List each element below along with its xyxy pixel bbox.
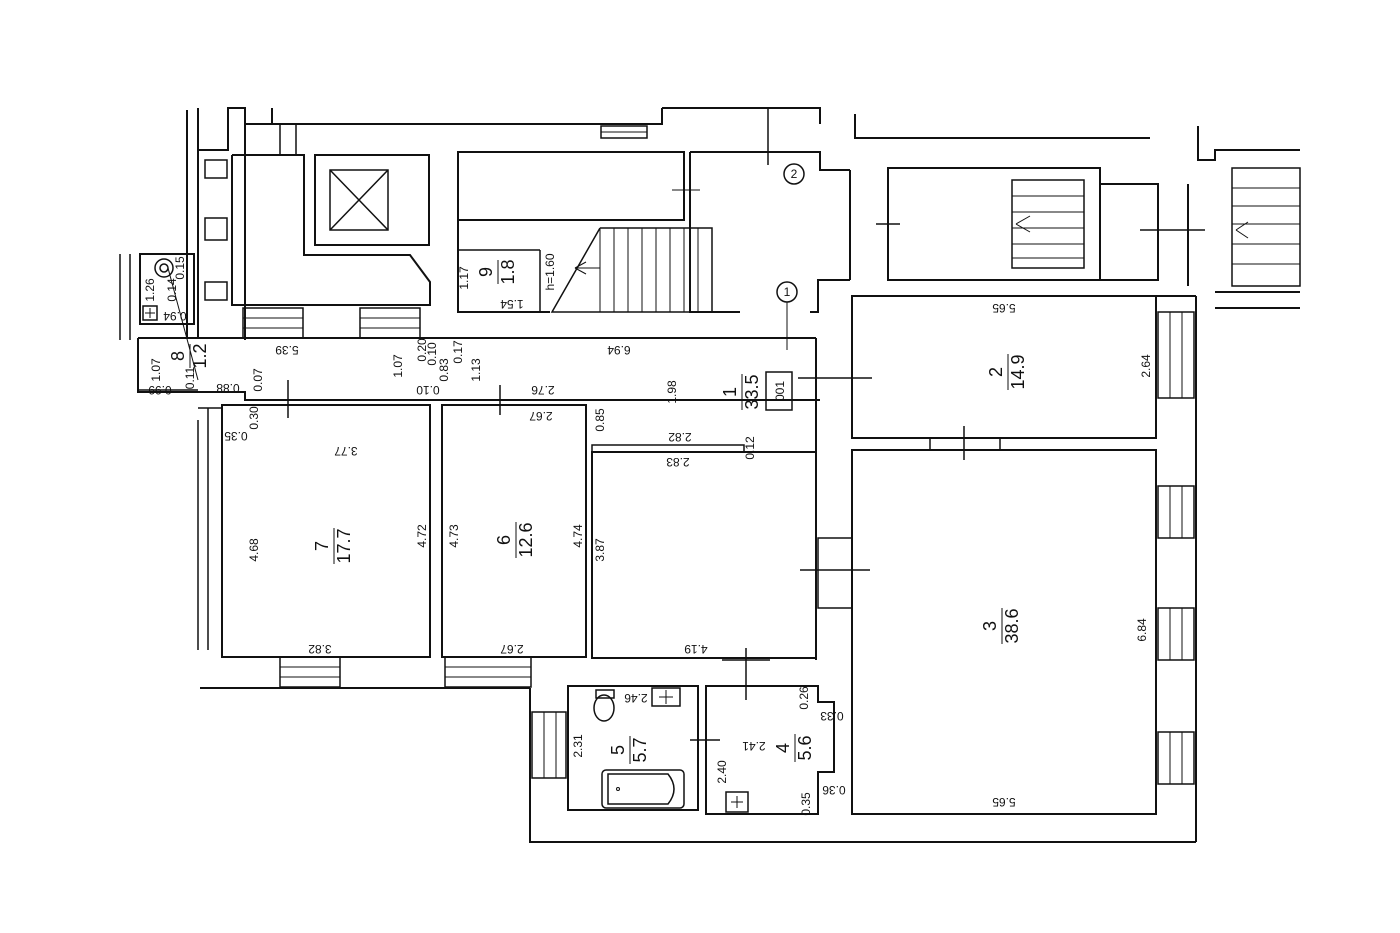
svg-text:3: 3	[980, 621, 1000, 631]
dim-r4-035: 0.35	[799, 792, 813, 816]
dim-hall-mid: 1.98	[665, 380, 679, 404]
room-6-label: 6 12.6	[494, 522, 536, 558]
dim-020: 0.20	[415, 338, 429, 362]
dim-r5-width: 2.46	[624, 691, 648, 705]
dim-r4-036: 0.36	[822, 783, 846, 797]
dim-085: 0.85	[593, 408, 607, 432]
svg-text:1.2: 1.2	[190, 343, 210, 368]
room-tag: 001	[773, 381, 787, 401]
svg-text:17.7: 17.7	[334, 528, 354, 563]
room-7-label: 7 17.7	[312, 528, 354, 564]
dim-126: 1.26	[143, 278, 157, 302]
dim-hall-lower-left: 3.87	[593, 538, 607, 562]
dim-113: 1.13	[469, 358, 483, 382]
svg-text:5: 5	[608, 745, 628, 755]
room-2-label: 2 14.9	[986, 354, 1028, 390]
dim-154: 1.54	[500, 297, 524, 311]
axis-marker-2: 2	[791, 167, 798, 181]
room-3-label: 3 38.6	[980, 608, 1022, 644]
dim-r6-left: 4.73	[447, 524, 461, 548]
chimney-block	[204, 154, 431, 339]
dimension-labels: 5.39 6.94 5.65 2.64 6.84 5.65 3.77 3.82 …	[143, 256, 1153, 816]
room-5-label: 5 5.7	[608, 736, 650, 764]
dim-010-a: 0.10	[425, 342, 439, 366]
dim-partition-bottom: 2.83	[666, 455, 690, 469]
dim-partition-thk: 0.12	[743, 436, 757, 460]
dim-r7-right: 4.72	[415, 524, 429, 548]
dim-107-right: 1.07	[391, 354, 405, 378]
dim-partition-top: 2.82	[668, 430, 692, 444]
dim-088: 0.88	[216, 381, 240, 395]
dim-corridor-top: 5.39	[275, 343, 299, 357]
dim-010-b: 0.10	[416, 383, 440, 397]
svg-text:5.6: 5.6	[795, 735, 815, 760]
svg-text:12.6: 12.6	[516, 522, 536, 557]
dim-017: 0.17	[451, 340, 465, 364]
svg-text:8: 8	[168, 351, 188, 361]
dim-r4-026: 0.26	[797, 686, 811, 710]
dim-r6-bottom: 2.67	[500, 642, 524, 656]
dim-083: 0.83	[437, 358, 451, 382]
dim-015: 0.15	[173, 256, 187, 280]
room-1-label: 1 33.5	[720, 374, 762, 410]
outer-walls	[186, 107, 1300, 340]
dim-r7-top: 3.77	[334, 444, 358, 458]
dim-hall-276: 2.76	[531, 383, 555, 397]
dim-r3-bottom: 5.65	[992, 795, 1016, 809]
dim-r7-left: 4.68	[247, 538, 261, 562]
dim-hall-top: 6.94	[607, 343, 631, 357]
dim-r7-bottom: 3.82	[308, 642, 332, 656]
dim-035: 0.35	[224, 429, 248, 443]
dim-r2-right: 2.64	[1139, 354, 1153, 378]
dim-011: 0.11	[183, 366, 197, 389]
svg-text:38.6: 38.6	[1002, 608, 1022, 643]
apartment-walls	[119, 253, 1197, 843]
svg-text:7: 7	[312, 541, 332, 551]
dim-r3-right: 6.84	[1135, 618, 1149, 642]
dim-007: 0.07	[251, 368, 265, 392]
room-9-label: 9 1.8	[476, 259, 518, 284]
stair-block	[457, 108, 850, 350]
dim-094: 0.94	[163, 309, 187, 323]
dim-r2-top: 5.65	[992, 301, 1016, 315]
svg-text:6: 6	[494, 535, 514, 545]
room-4-label: 4 5.6	[773, 734, 815, 762]
svg-text:2: 2	[986, 367, 1006, 377]
svg-text:33.5: 33.5	[742, 374, 762, 409]
dim-099: 0.99	[148, 383, 172, 397]
dim-r6-top: 2.67	[529, 409, 553, 423]
svg-text:14.9: 14.9	[1008, 354, 1028, 389]
upper-right-corridor	[849, 167, 1301, 287]
dim-hall-lower-bottom: 4.19	[684, 642, 708, 656]
dim-r6-right: 4.74	[571, 524, 585, 548]
dim-r4-033: 0.33	[820, 709, 844, 723]
dim-r4-height: 2.40	[715, 760, 729, 784]
dim-107-left: 1.07	[149, 358, 163, 382]
dim-014: 0.14	[165, 278, 179, 302]
axis-marker-1: 1	[784, 285, 791, 299]
room-labels: 1 33.5 2 14.9 3 38.6 4 5.6 5 5.7 6 12.6	[168, 167, 1028, 764]
dim-r5-height: 2.31	[571, 734, 585, 758]
height-label: h=1.60	[543, 253, 557, 290]
svg-text:4: 4	[773, 743, 793, 753]
dim-030: 0.30	[247, 406, 261, 430]
dim-r4-width: 2.41	[742, 739, 766, 753]
svg-text:5.7: 5.7	[630, 737, 650, 762]
svg-text:1.8: 1.8	[498, 259, 518, 284]
dim-117: 1.17	[457, 266, 471, 290]
svg-text:1: 1	[720, 387, 740, 397]
svg-text:9: 9	[476, 267, 496, 277]
room-8-label: 8 1.2	[168, 343, 210, 368]
